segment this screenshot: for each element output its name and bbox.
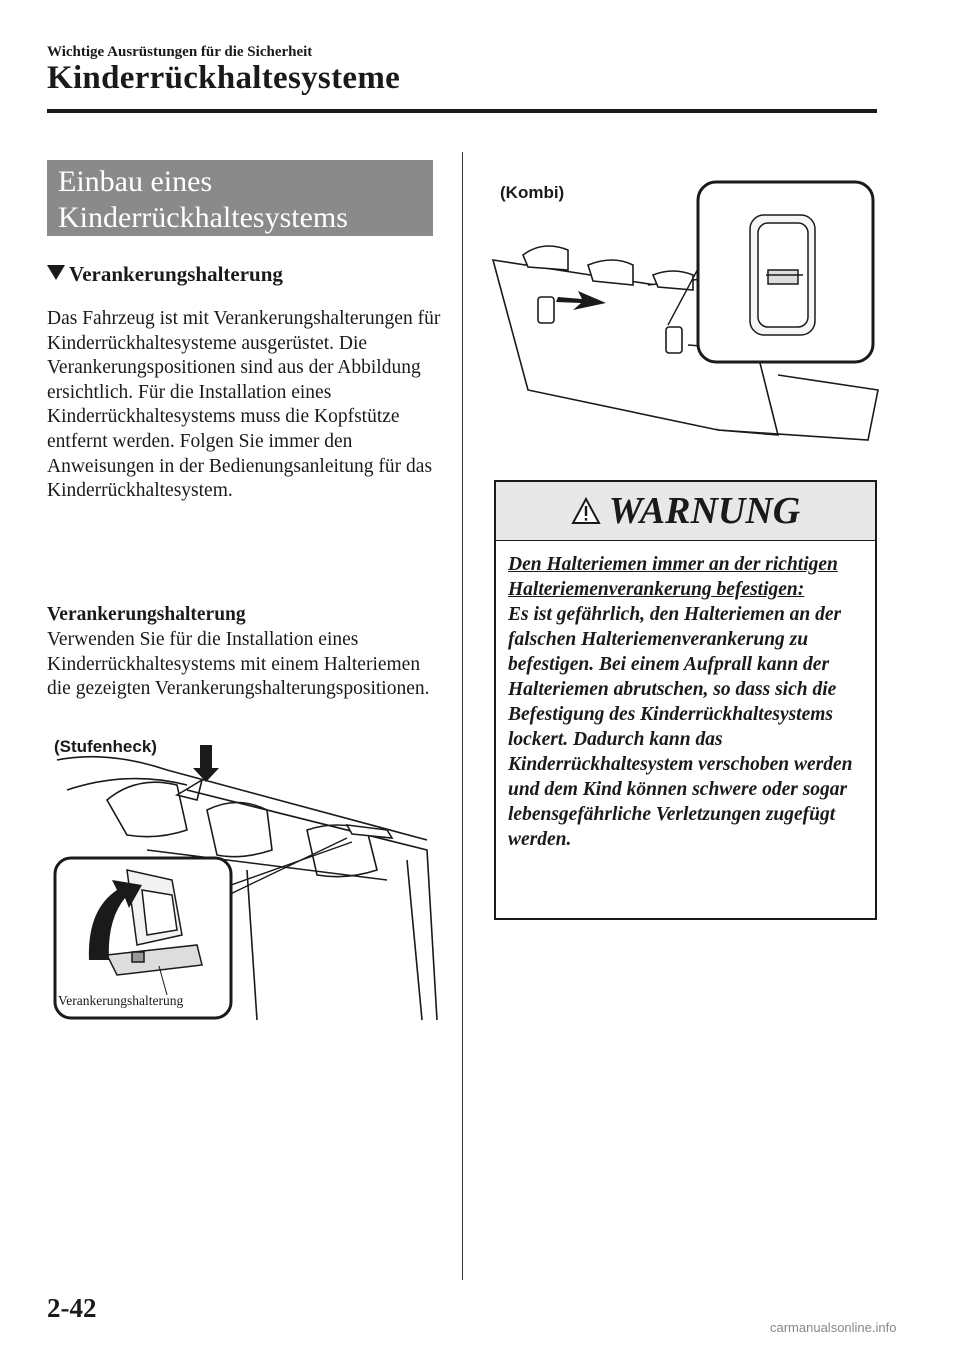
- callout-line-3: [667, 264, 701, 326]
- topic-title-line2: Kinderrückhaltesystems: [58, 201, 348, 234]
- warning-text: Es ist gefährlich, den Halteriemen an de…: [508, 604, 853, 850]
- inset-anchor-drawing: [105, 869, 203, 976]
- topic-title-box: Einbau eines Kinderrückhaltesystems: [47, 160, 433, 236]
- column-divider: [462, 152, 463, 1280]
- anchor-heading: Verankerungshalterung: [47, 604, 246, 625]
- warning-title: WARNUNG: [608, 490, 801, 532]
- anchor-paragraph: Verwenden Sie für die Installation eines…: [47, 629, 430, 700]
- sedan-seat-drawing: [56, 755, 438, 1021]
- sedan-anchor-figure: [53, 745, 438, 1021]
- header-rule: [47, 109, 877, 113]
- section-title: Kinderrückhaltesysteme: [47, 60, 401, 96]
- sedan-label: (Stufenheck): [54, 737, 157, 756]
- wagon-label: (Kombi): [500, 183, 565, 202]
- intro-paragraph: Das Fahrzeug ist mit Verankerungshalteru…: [47, 308, 441, 502]
- callout-line-2: [216, 841, 353, 891]
- triangle-bullet-icon: [47, 265, 65, 280]
- warning-body: Den Halteriemen immer an der richtigen H…: [496, 552, 875, 852]
- watermark: carmanualsonline.info: [770, 1320, 897, 1335]
- warning-triangle-icon: [571, 497, 601, 524]
- wagon-anchor-figure: [491, 180, 879, 441]
- warning-box: WARNUNG Den Halteriemen immer an der ric…: [494, 480, 877, 920]
- wagon-inset-anchor: [749, 214, 816, 336]
- sedan-pointer-arrow: [193, 745, 219, 782]
- warning-header: WARNUNG: [496, 482, 875, 541]
- topic-title-line1: Einbau eines: [58, 165, 213, 198]
- anchor-callout-label: Verankerungshalterung: [58, 993, 184, 1008]
- callout-leader: [158, 965, 168, 996]
- chapter-title: Wichtige Ausrüstungen für die Sicherheit: [47, 44, 313, 60]
- subheading: Verankerungshalterung: [47, 262, 283, 287]
- warning-lead: Den Halteriemen immer an der richtigen H…: [508, 554, 838, 600]
- subheading-text: Verankerungshalterung: [69, 262, 283, 286]
- lift-arrow-icon: [88, 880, 142, 960]
- page-number: 2-42: [47, 1293, 97, 1323]
- wagon-pointer-arrow: [556, 291, 606, 310]
